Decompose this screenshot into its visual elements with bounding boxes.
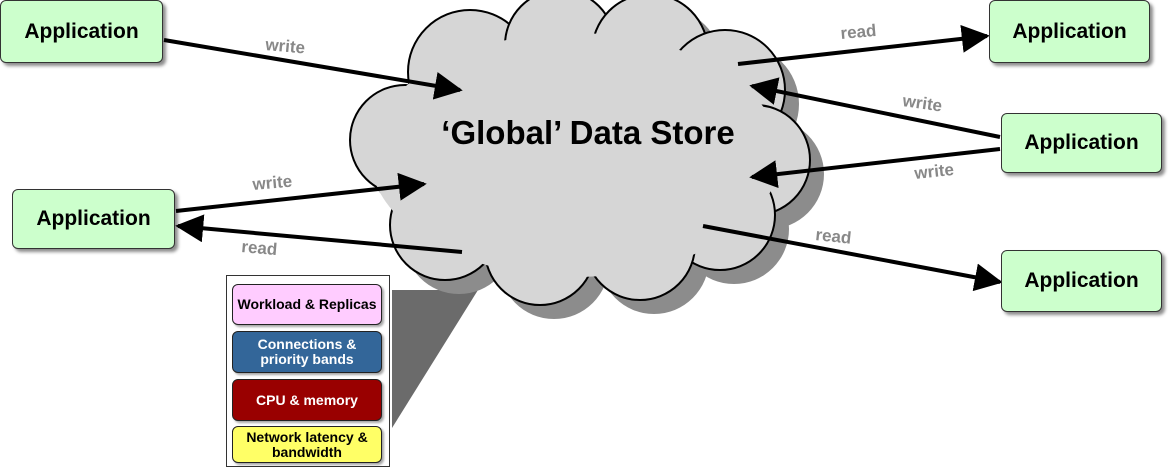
cloud-title: ‘Global’ Data Store: [441, 114, 734, 151]
flow-label-write: write: [912, 160, 954, 183]
legend-workload-replicas: Workload & Replicas: [232, 284, 382, 325]
arrow-app3-read: [737, 24, 990, 66]
flow-label-write: write: [264, 35, 306, 57]
arrow-app5-read: [702, 224, 1003, 292]
flow-label-read: read: [815, 225, 853, 248]
flow-label-write: write: [251, 172, 293, 194]
flow-label-read: read: [840, 21, 877, 43]
arrow-app2-read: [175, 214, 463, 254]
legend-network-latency-bandwidth: Network latency & bandwidth: [232, 426, 382, 463]
application-box: Application: [1001, 113, 1162, 173]
application-box: Application: [1001, 250, 1162, 312]
arrow-app4-write-upper: [749, 77, 1001, 139]
application-box: Application: [12, 189, 175, 249]
application-box: Application: [989, 0, 1150, 63]
cloud-fill: [370, 33, 780, 277]
flow-label-write: write: [900, 91, 943, 115]
arrow-app4-write-lower: [749, 147, 1001, 189]
application-box: Application: [0, 0, 163, 63]
arrow-app1-write: [163, 38, 463, 100]
resource-legend: Workload & Replicas Connections & priori…: [226, 275, 390, 467]
arrow-app2-write: [175, 172, 427, 213]
legend-callout-wedge: [392, 290, 478, 428]
legend-connections-priority-bands: Connections & priority bands: [232, 331, 382, 373]
flow-label-read: read: [241, 237, 278, 259]
legend-cpu-memory: CPU & memory: [232, 379, 382, 421]
